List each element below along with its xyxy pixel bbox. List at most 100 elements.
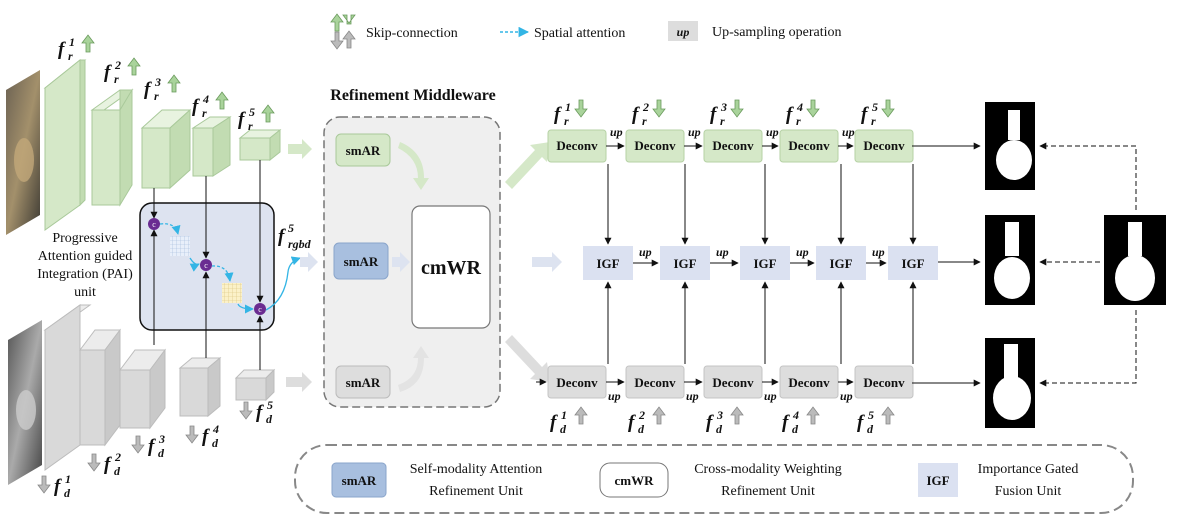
svg-text:5: 5 bbox=[249, 105, 255, 119]
svg-text:2: 2 bbox=[114, 450, 121, 464]
supervision-rgb bbox=[1039, 142, 1137, 210]
legend-igf-line-2: Fusion Unit bbox=[995, 484, 1062, 499]
svg-text:d: d bbox=[716, 422, 723, 436]
igf-label: IGF bbox=[829, 256, 852, 271]
svg-text:d: d bbox=[867, 422, 874, 436]
deconv-rgb-label: Deconv bbox=[634, 138, 676, 153]
svg-text:d: d bbox=[64, 486, 71, 500]
concat-node-3: c bbox=[254, 303, 266, 315]
middleware-title: Refinement Middleware bbox=[330, 87, 495, 104]
rgbd-feature-label: f 5 rgbd bbox=[278, 221, 312, 251]
svg-text:5: 5 bbox=[872, 100, 878, 114]
attention-map-1 bbox=[170, 236, 190, 256]
output-map-depth bbox=[985, 338, 1035, 428]
svg-text:r: r bbox=[202, 106, 207, 120]
deconv-rgb-label: Deconv bbox=[863, 138, 905, 153]
smar-depth-label: smAR bbox=[346, 375, 381, 390]
deconv-depth-5 bbox=[854, 365, 914, 399]
legend-cmwr-tag: cmWR bbox=[615, 473, 655, 488]
smar-rgbd-label: smAR bbox=[344, 254, 379, 269]
svg-text:f: f bbox=[554, 104, 562, 125]
svg-text:f: f bbox=[238, 109, 246, 130]
svg-text:d: d bbox=[114, 464, 121, 478]
output-map-rgb bbox=[985, 102, 1035, 190]
pai-unit: c c c bbox=[139, 160, 301, 370]
svg-text:5: 5 bbox=[868, 408, 874, 422]
igf-4 bbox=[816, 246, 866, 280]
skip-up-arrow-icon bbox=[215, 91, 229, 110]
deconv-depth-label: Deconv bbox=[634, 375, 676, 390]
svg-text:3: 3 bbox=[158, 432, 165, 446]
svg-text:4: 4 bbox=[796, 100, 803, 114]
svg-text:1: 1 bbox=[69, 35, 75, 49]
svg-text:3: 3 bbox=[716, 408, 723, 422]
up-label: up bbox=[716, 245, 729, 259]
smar-rgb-to-cmwr-arrow bbox=[398, 142, 429, 190]
igf-5 bbox=[888, 246, 938, 280]
svg-text:d: d bbox=[212, 436, 219, 450]
refinement-middleware: smAR smAR smAR cmWR bbox=[323, 116, 501, 408]
svg-text:r: r bbox=[68, 49, 73, 63]
mw-to-fusion-arrow bbox=[532, 252, 562, 272]
igf-label: IGF bbox=[901, 256, 924, 271]
deconv-depth-label: Deconv bbox=[712, 375, 754, 390]
skip-down-arrow-icon bbox=[87, 453, 101, 472]
skip-down-arrow-icon bbox=[131, 435, 145, 454]
svg-text:1: 1 bbox=[565, 100, 571, 114]
legend-up-tag: up bbox=[677, 25, 690, 39]
igf-2 bbox=[660, 246, 710, 280]
legend-bottom: smAR Self-modality Attention Refinement … bbox=[294, 444, 1134, 514]
svg-text:5: 5 bbox=[288, 221, 294, 235]
svg-text:r: r bbox=[796, 114, 801, 128]
attention-map-2 bbox=[222, 283, 242, 303]
svg-text:f: f bbox=[144, 79, 152, 100]
pai-line-2: Attention guided bbox=[38, 249, 133, 264]
svg-text:2: 2 bbox=[642, 100, 649, 114]
mw-to-rgb-decoder-arrow bbox=[505, 142, 550, 189]
svg-text:f: f bbox=[104, 62, 112, 83]
pai-line-1: Progressive bbox=[52, 231, 117, 246]
legend-cmwr-line-1: Cross-modality Weighting bbox=[694, 462, 842, 477]
up-tag-box bbox=[668, 21, 698, 41]
svg-text:1: 1 bbox=[561, 408, 567, 422]
concat-node-2: c bbox=[200, 259, 212, 271]
svg-text:r: r bbox=[114, 72, 119, 86]
svg-text:f: f bbox=[54, 476, 62, 497]
pai-label: Progressive Attention guided Integration… bbox=[37, 231, 133, 300]
depth-flow-arrow bbox=[286, 372, 312, 392]
legend-igf-line-1: Importance Gated bbox=[978, 462, 1079, 477]
cmwr-box bbox=[411, 205, 491, 329]
svg-text:5: 5 bbox=[267, 398, 273, 412]
skip-up-arrow-icon bbox=[261, 104, 275, 123]
svg-text:d: d bbox=[158, 446, 165, 460]
legend-cmwr-box bbox=[599, 462, 669, 498]
ground-truth-map bbox=[1104, 215, 1166, 305]
svg-text:f: f bbox=[628, 412, 636, 433]
svg-text:f: f bbox=[706, 412, 714, 433]
skip-down-arrow-icon bbox=[574, 99, 588, 118]
svg-text:r: r bbox=[154, 89, 159, 103]
deconv-rgb-label: Deconv bbox=[556, 138, 598, 153]
up-label: up bbox=[686, 389, 699, 403]
svg-text:r: r bbox=[642, 114, 647, 128]
deconv-depth-label: Deconv bbox=[863, 375, 905, 390]
skip-down-arrow-icon bbox=[806, 99, 820, 118]
igf-3 bbox=[740, 246, 790, 280]
up-label: up bbox=[688, 125, 701, 139]
svg-text:f: f bbox=[632, 104, 640, 125]
svg-text:c: c bbox=[152, 220, 156, 229]
smar-rgb-label: smAR bbox=[346, 143, 381, 158]
concat-node-1: c bbox=[148, 218, 160, 230]
svg-text:f: f bbox=[256, 402, 264, 423]
